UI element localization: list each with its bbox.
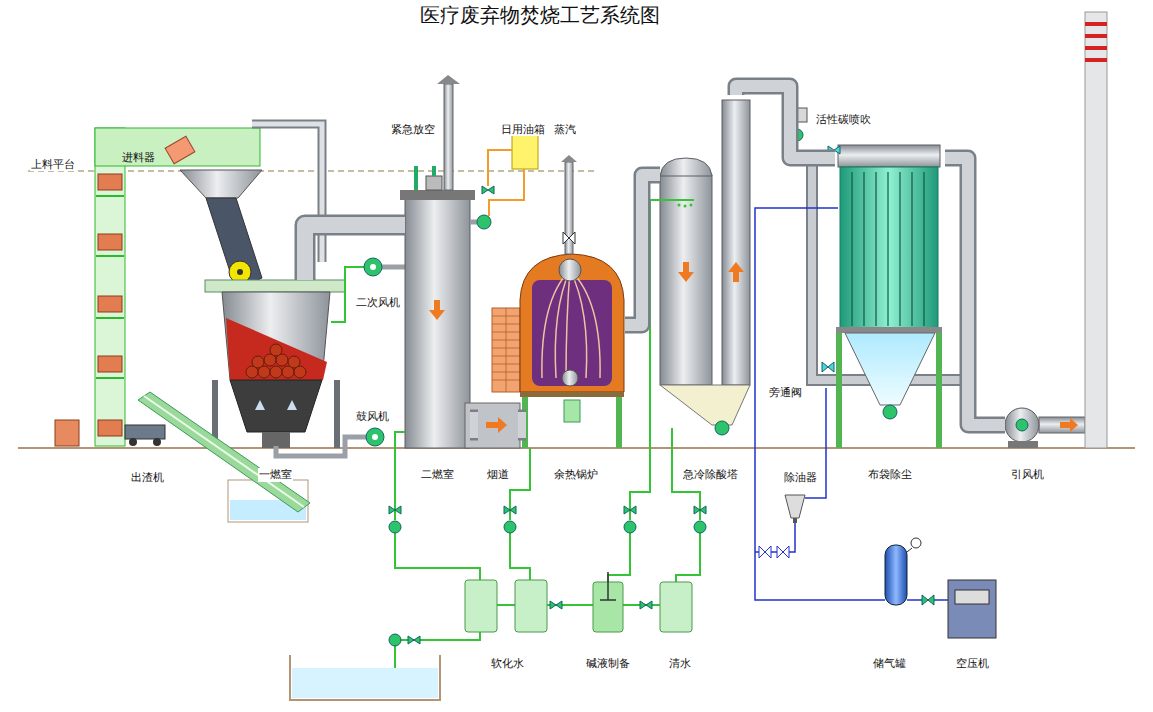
part-label: 储气罐 xyxy=(872,657,907,670)
pipe-group xyxy=(518,425,526,426)
flue-pipe xyxy=(470,410,478,441)
pipe-group xyxy=(625,175,660,325)
part-label: 出渣机 xyxy=(130,471,165,484)
pipe-highlight xyxy=(518,412,526,438)
flue-pipe xyxy=(518,410,526,441)
pipe-group xyxy=(305,225,405,280)
pipe-highlight xyxy=(470,412,478,438)
part-label: 鼓风机 xyxy=(355,410,390,423)
equipment-label: 余热锅炉 xyxy=(553,468,599,482)
equipment-node: 一燃室 xyxy=(205,280,345,482)
label-anchor: 蒸汽 xyxy=(553,118,577,137)
flue-pipe xyxy=(945,158,1005,425)
part-label: 软化水 xyxy=(490,657,525,670)
part-label: 紧急放空 xyxy=(390,123,436,136)
equipment-node: 余热锅炉 xyxy=(526,240,625,482)
equipment-label: 急冷除酸塔 xyxy=(682,468,739,482)
part-label: 活性碳喷吹 xyxy=(815,113,872,126)
equipment-node: 急冷除酸塔 xyxy=(660,95,760,482)
pipe-highlight xyxy=(305,225,405,280)
equipment-label: 烟道 xyxy=(486,468,510,482)
label-anchor: 鼓风机 xyxy=(355,405,390,424)
title-box: 医疗废弃物焚烧工艺系统图 xyxy=(420,3,660,27)
equipment-node: 布袋除尘 xyxy=(835,140,945,482)
label-anchor: 储气罐 xyxy=(872,652,907,671)
label-anchor: 空压机 xyxy=(955,652,990,671)
pipe-group xyxy=(945,158,1005,425)
label-anchor: 除油器 xyxy=(783,466,818,485)
label-anchor: 上料平台 xyxy=(30,153,76,172)
label-anchor: 日用油箱 xyxy=(500,118,546,137)
equipment-node: 烟道 xyxy=(478,400,518,482)
equipment-label: 布袋除尘 xyxy=(867,468,913,482)
part-label: 二次风机 xyxy=(355,296,401,309)
flue-pipe xyxy=(625,175,660,325)
diagram-title: 医疗废弃物焚烧工艺系统图 xyxy=(420,3,660,27)
part-label: 碱液制备 xyxy=(585,657,631,670)
part-label: 蒸汽 xyxy=(553,123,577,136)
label-anchor: 旁通阀 xyxy=(768,381,803,400)
equipment-node: 二燃室 xyxy=(405,190,470,482)
part-label: 清水 xyxy=(668,657,692,670)
label-anchor: 碱液制备 xyxy=(585,652,631,671)
label-anchor: 紧急放空 xyxy=(390,118,436,137)
flue-pipe xyxy=(305,225,405,280)
part-label: 空压机 xyxy=(955,657,990,670)
label-anchor: 软化水 xyxy=(490,652,525,671)
part-label: 上料平台 xyxy=(30,158,76,171)
part-label: 除油器 xyxy=(783,471,818,484)
pipe-highlight xyxy=(625,175,660,325)
equipment-label: 一燃室 xyxy=(258,468,293,482)
equipment-label: 二燃室 xyxy=(420,468,455,482)
part-label: 旁通阀 xyxy=(768,386,803,399)
equipment-label: 引风机 xyxy=(1010,468,1045,482)
label-anchor: 出渣机 xyxy=(130,466,165,485)
label-anchor: 活性碳喷吹 xyxy=(815,108,872,127)
equipment-node: 引风机 xyxy=(1005,400,1050,482)
pipe-highlight xyxy=(945,158,1005,425)
pipe-group xyxy=(470,425,478,426)
label-anchor: 二次风机 xyxy=(355,291,401,310)
label-anchor: 清水 xyxy=(668,652,692,671)
part-label: 进料器 xyxy=(121,151,156,164)
label-anchor: 进料器 xyxy=(121,146,156,165)
part-label: 日用油箱 xyxy=(500,123,546,136)
